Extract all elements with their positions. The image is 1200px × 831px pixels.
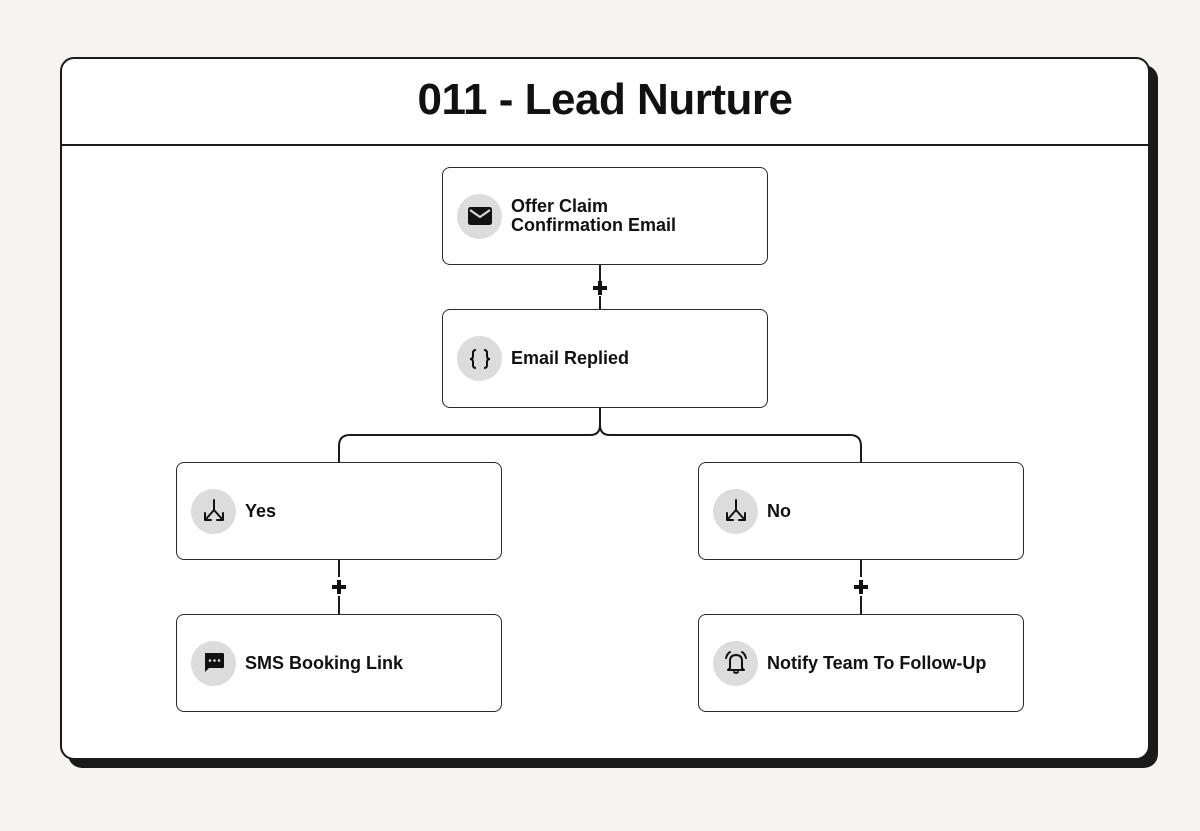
envelope-icon [457,193,502,239]
chat-message-icon [191,640,236,686]
node-label: No [767,500,791,521]
workflow-title: 011 - Lead Nurture [417,74,793,124]
node-branch-yes[interactable]: Yes [176,462,502,560]
add-step-button-after-offer-email[interactable] [593,281,607,295]
branch-split-icon [713,488,758,534]
add-step-button-after-no[interactable] [854,580,868,594]
node-label: Offer Claim Confirmation Email [511,196,677,235]
node-label: Notify Team To Follow-Up [767,652,987,673]
add-step-button-after-yes[interactable] [332,580,346,594]
curly-braces-icon [457,336,502,381]
title-bar: 011 - Lead Nurture [62,59,1148,146]
connector-branch-no [599,424,862,462]
node-notify-team[interactable]: Notify Team To Follow-Up [698,614,1024,712]
branch-split-icon [191,488,236,534]
node-label: Yes [245,500,277,521]
node-sms-booking-link[interactable]: SMS Booking Link [176,614,502,712]
connector-branch-yes [338,408,601,462]
node-branch-no[interactable]: No [698,462,1024,560]
node-label: SMS Booking Link [245,652,404,673]
node-label: Email Replied [511,348,630,368]
node-offer-claim-email[interactable]: Offer Claim Confirmation Email [442,167,768,265]
node-email-replied[interactable]: Email Replied [442,309,768,408]
bell-ringing-icon [713,640,758,686]
